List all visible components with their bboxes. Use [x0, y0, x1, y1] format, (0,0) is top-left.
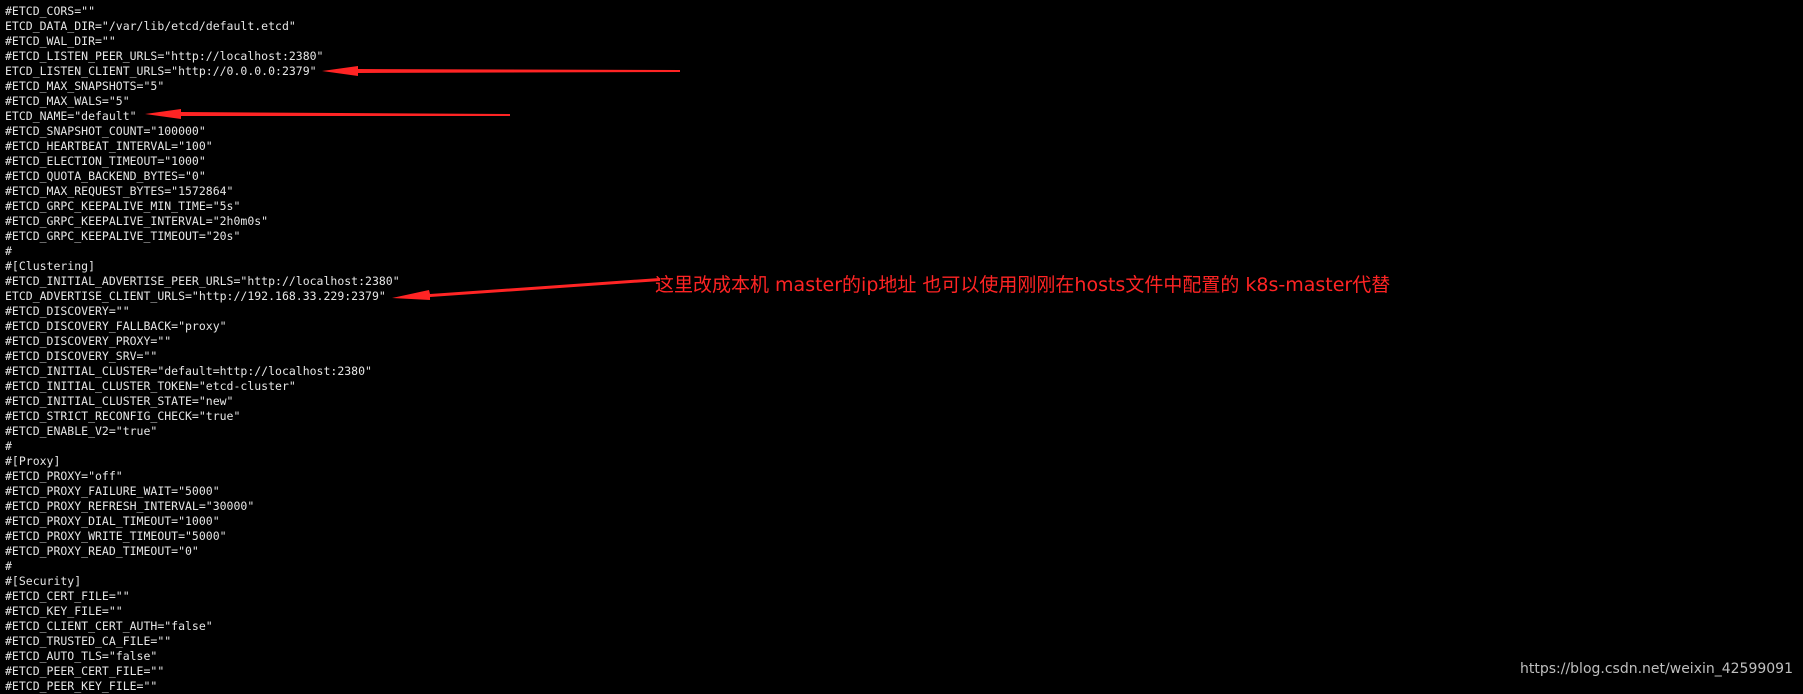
arrow-left-icon [392, 278, 660, 300]
config-line: #ETCD_PROXY_WRITE_TIMEOUT="5000" [5, 529, 227, 543]
config-line: # [5, 439, 12, 453]
config-line: #ETCD_INITIAL_ADVERTISE_PEER_URLS="http:… [5, 274, 400, 288]
config-file-lines: #ETCD_CORS=""ETCD_DATA_DIR="/var/lib/etc… [5, 4, 400, 694]
config-line: #ETCD_LISTEN_PEER_URLS="http://localhost… [5, 49, 324, 63]
config-line: #ETCD_QUOTA_BACKEND_BYTES="0" [5, 169, 206, 183]
config-line: #ETCD_INITIAL_CLUSTER="default=http://lo… [5, 364, 372, 378]
watermark: https://blog.csdn.net/weixin_42599091 [1519, 661, 1793, 677]
config-line: #[Security] [5, 574, 82, 588]
config-line: #ETCD_DISCOVERY_FALLBACK="proxy" [5, 319, 227, 333]
config-line: #ETCD_SNAPSHOT_COUNT="100000" [5, 124, 206, 138]
config-line: #ETCD_PROXY_DIAL_TIMEOUT="1000" [5, 514, 220, 528]
config-line: #ETCD_PROXY_FAILURE_WAIT="5000" [5, 484, 220, 498]
config-line: #ETCD_STRICT_RECONFIG_CHECK="true" [5, 409, 241, 423]
config-line: #ETCD_KEY_FILE="" [5, 604, 123, 618]
config-line: #[Clustering] [5, 259, 96, 273]
config-line: #ETCD_GRPC_KEEPALIVE_INTERVAL="2h0m0s" [5, 214, 269, 228]
config-line: #ETCD_GRPC_KEEPALIVE_TIMEOUT="20s" [5, 229, 241, 243]
config-line: ETCD_LISTEN_CLIENT_URLS="http://0.0.0.0:… [5, 64, 317, 78]
config-line: #ETCD_CORS="" [5, 4, 96, 18]
config-line: #ETCD_DISCOVERY_PROXY="" [5, 334, 172, 348]
config-line: #ETCD_DISCOVERY="" [5, 304, 130, 318]
arrow-left-icon [145, 109, 510, 119]
config-line: #ETCD_INITIAL_CLUSTER_TOKEN="etcd-cluste… [5, 379, 296, 393]
config-line: #ETCD_MAX_WALS="5" [5, 94, 130, 108]
config-line: #ETCD_PROXY_READ_TIMEOUT="0" [5, 544, 199, 558]
config-line: #ETCD_GRPC_KEEPALIVE_MIN_TIME="5s" [5, 199, 241, 213]
config-line: # [5, 244, 12, 258]
config-line: #ETCD_PROXY_REFRESH_INTERVAL="30000" [5, 499, 255, 513]
config-line: #ETCD_CLIENT_CERT_AUTH="false" [5, 619, 213, 633]
config-line: ETCD_DATA_DIR="/var/lib/etcd/default.etc… [5, 19, 296, 33]
config-line: #ETCD_ELECTION_TIMEOUT="1000" [5, 154, 206, 168]
config-line: #ETCD_ENABLE_V2="true" [5, 424, 158, 438]
annotation-note: 这里改成本机 master的ip地址 也可以使用刚刚在hosts文件中配置的 k… [655, 274, 1391, 296]
config-line: #ETCD_INITIAL_CLUSTER_STATE="new" [5, 394, 234, 408]
config-line: #ETCD_AUTO_TLS="false" [5, 649, 158, 663]
config-line: #ETCD_MAX_REQUEST_BYTES="1572864" [5, 184, 234, 198]
config-line: #ETCD_PEER_CERT_FILE="" [5, 664, 165, 678]
config-line: #ETCD_WAL_DIR="" [5, 34, 116, 48]
arrow-left-icon [322, 66, 680, 76]
config-line: #ETCD_HEARTBEAT_INTERVAL="100" [5, 139, 213, 153]
config-line: ETCD_NAME="default" [5, 109, 137, 123]
config-line: ETCD_ADVERTISE_CLIENT_URLS="http://192.1… [5, 289, 386, 303]
config-line: #ETCD_DISCOVERY_SRV="" [5, 349, 158, 363]
config-line: #ETCD_CERT_FILE="" [5, 589, 130, 603]
config-line: #ETCD_PROXY="off" [5, 469, 123, 483]
config-line: #[Proxy] [5, 454, 61, 468]
config-line: # [5, 559, 12, 573]
config-line: #ETCD_MAX_SNAPSHOTS="5" [5, 79, 165, 93]
config-line: #ETCD_TRUSTED_CA_FILE="" [5, 634, 172, 648]
